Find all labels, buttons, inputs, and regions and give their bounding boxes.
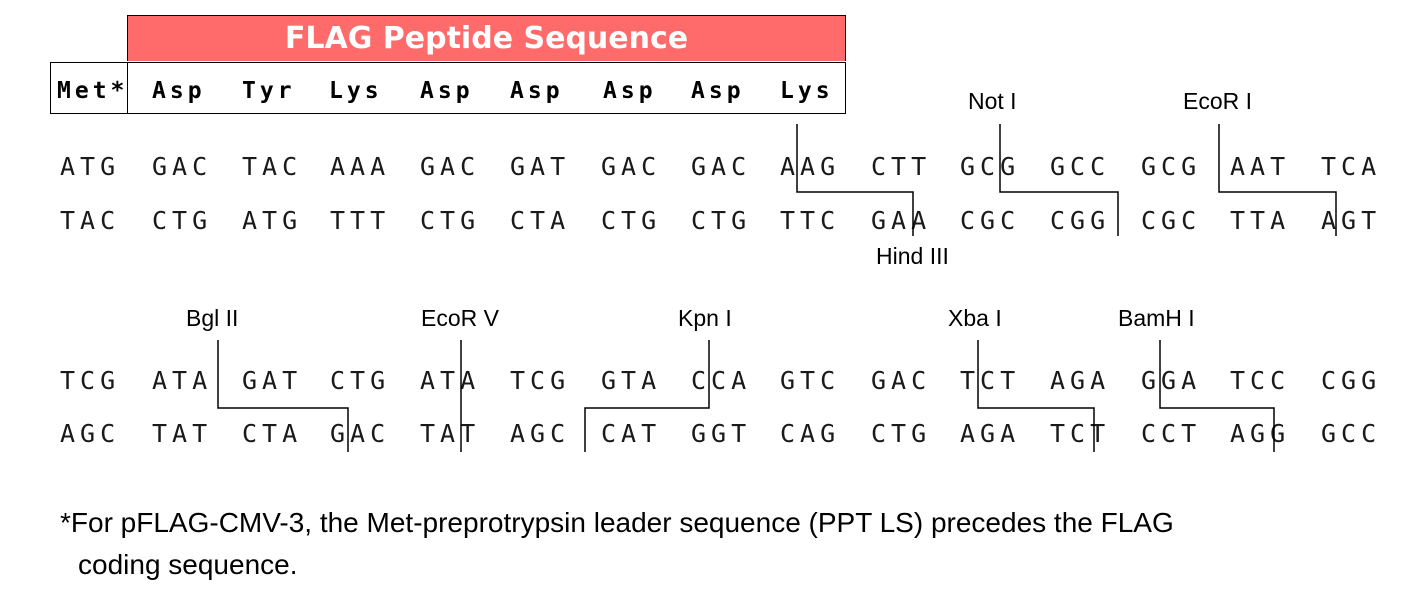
enzyme-not1: Not I [968, 88, 1017, 114]
codon-b2-top-10: GAC [871, 366, 932, 395]
codon-b1-top-5: GAC [420, 152, 481, 181]
codon-b2-bottom-9: CAG [780, 419, 841, 448]
codon-b1-bottom-7: CTG [601, 206, 662, 235]
amino-acid-3: Lys [329, 78, 383, 104]
footnote-line-2: coding sequence. [78, 549, 298, 580]
amino-acid-box [127, 62, 846, 114]
codon-b1-top-6: GAT [510, 152, 571, 181]
codon-b1-bottom-10: GAA [871, 206, 932, 235]
codon-b1-top-1: ATG [60, 152, 121, 181]
codon-b2-top-5: ATA [420, 366, 481, 395]
codon-b2-top-12: AGA [1050, 366, 1111, 395]
amino-acid-5: Asp [510, 78, 564, 104]
codon-b1-top-10: CTT [871, 152, 932, 181]
codon-b1-bottom-1: TAC [60, 206, 121, 235]
codon-b1-bottom-11: CGC [960, 206, 1021, 235]
enzyme-xba1: Xba I [948, 305, 1002, 331]
codon-b1-top-4: AAA [330, 152, 391, 181]
codon-b1-bottom-8: CTG [691, 206, 752, 235]
codon-b2-bottom-13: CCT [1141, 419, 1202, 448]
codon-b1-top-7: GAC [601, 152, 662, 181]
codon-b2-top-4: CTG [330, 366, 391, 395]
codon-b2-top-1: TCG [60, 366, 121, 395]
flag-peptide-title: FLAG Peptide Sequence [284, 21, 689, 56]
codon-b2-top-3: GAT [242, 366, 303, 395]
codon-b2-top-15: CGG [1321, 366, 1382, 395]
cut-line-bamh1 [1159, 340, 1275, 452]
enzyme-ecor1: EcoR I [1183, 88, 1253, 114]
codon-b2-bottom-5: TAT [420, 419, 481, 448]
enzyme-bamh1: BamH I [1118, 305, 1195, 331]
codon-b2-top-13: GGA [1141, 366, 1202, 395]
codon-b2-top-8: CCA [691, 366, 752, 395]
codon-b2-top-6: TCG [510, 366, 571, 395]
codon-b2-bottom-12: TCT [1050, 419, 1111, 448]
codon-b1-top-15: TCA [1321, 152, 1382, 181]
enzyme-hind3: Hind III [876, 243, 949, 269]
amino-acid-6: Asp [603, 78, 657, 104]
codon-b2-bottom-2: TAT [152, 419, 213, 448]
codon-b1-top-14: AAT [1230, 152, 1291, 181]
enzyme-kpn1: Kpn I [678, 305, 732, 331]
codon-b2-bottom-6: AGC [510, 419, 571, 448]
codon-b1-bottom-6: CTA [510, 206, 571, 235]
codon-b2-bottom-15: GCC [1321, 419, 1382, 448]
codon-b1-top-11: GCG [960, 152, 1021, 181]
codon-b1-top-13: GCG [1141, 152, 1202, 181]
codon-b1-top-12: GCC [1050, 152, 1111, 181]
amino-acid-1: Asp [152, 78, 206, 104]
amino-acid-8: Lys [780, 78, 834, 104]
codon-b1-bottom-12: CGG [1050, 206, 1111, 235]
codon-b2-bottom-8: GGT [691, 419, 752, 448]
codon-b2-bottom-10: CTG [871, 419, 932, 448]
codon-b2-top-7: GTA [601, 366, 662, 395]
codon-b2-top-9: GTC [780, 366, 841, 395]
codon-b1-bottom-9: TTC [780, 206, 841, 235]
codon-b2-bottom-14: AGG [1230, 419, 1291, 448]
amino-acid-4: Asp [420, 78, 474, 104]
footnote: *For pFLAG-CMV-3, the Met-preprotrypsin … [60, 502, 1400, 586]
cut-line-kpn1 [584, 340, 710, 452]
codon-b1-bottom-5: CTG [420, 206, 481, 235]
codon-b1-bottom-14: TTA [1230, 206, 1291, 235]
cut-line-xba1 [977, 340, 1095, 452]
amino-acid-7: Asp [691, 78, 745, 104]
codon-b1-top-8: GAC [691, 152, 752, 181]
codon-b1-top-3: TAC [242, 152, 303, 181]
flag-peptide-header: FLAG Peptide Sequence [127, 15, 846, 61]
codon-b2-bottom-7: CAT [601, 419, 662, 448]
codon-b1-bottom-15: AGT [1321, 206, 1382, 235]
codon-b1-bottom-2: CTG [152, 206, 213, 235]
cut-line-bgl2 [217, 340, 349, 452]
cut-line-hind3 [796, 124, 914, 236]
codon-b2-bottom-11: AGA [960, 419, 1021, 448]
codon-b2-bottom-3: CTA [242, 419, 303, 448]
enzyme-ecorv: EcoR V [421, 305, 499, 331]
codon-b2-top-11: TCT [960, 366, 1021, 395]
amino-acid-2: Tyr [242, 78, 296, 104]
codon-b1-top-2: GAC [152, 152, 213, 181]
cut-line-ecor1 [1218, 124, 1337, 236]
codon-b2-bottom-1: AGC [60, 419, 121, 448]
footnote-line-1: *For pFLAG-CMV-3, the Met-preprotrypsin … [60, 507, 1174, 538]
codon-b1-bottom-4: TTT [330, 206, 391, 235]
met-label: Met* [57, 78, 129, 104]
codon-b1-bottom-3: ATG [242, 206, 303, 235]
codon-b1-top-9: AAG [780, 152, 841, 181]
enzyme-bgl2: Bgl II [186, 305, 239, 331]
codon-b2-top-14: TCC [1230, 366, 1291, 395]
codon-b1-bottom-13: CGC [1141, 206, 1202, 235]
codon-b2-top-2: ATA [152, 366, 213, 395]
codon-b2-bottom-4: GAC [330, 419, 391, 448]
cut-line-not1 [999, 124, 1119, 236]
